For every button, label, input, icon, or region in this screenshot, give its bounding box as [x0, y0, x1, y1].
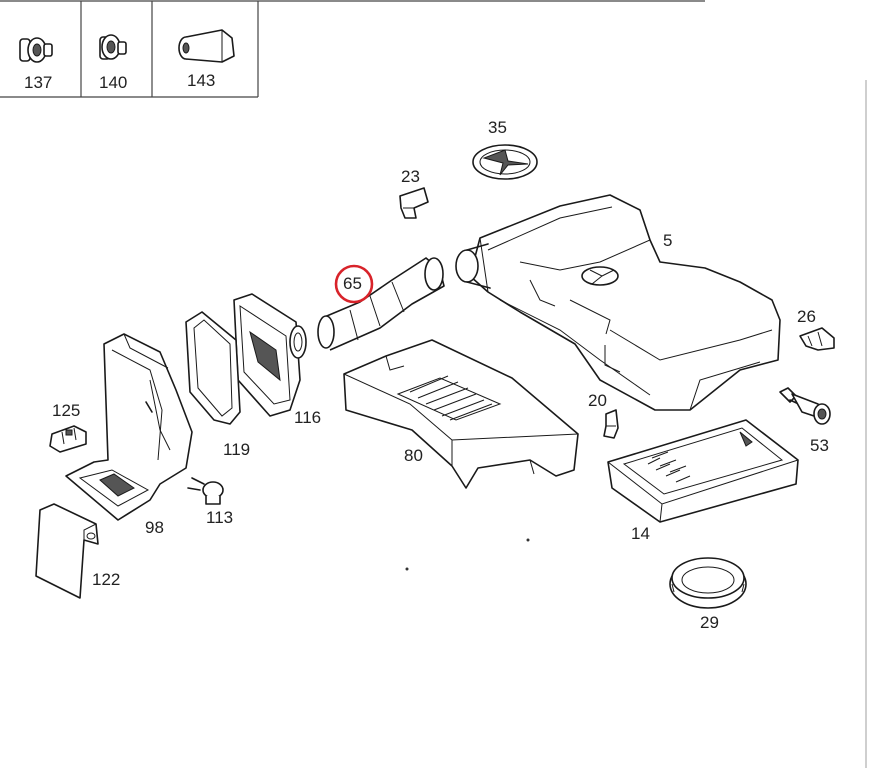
part-label-35: 35: [488, 118, 507, 137]
clip-23: [399, 187, 429, 219]
part-label-23: 23: [401, 167, 420, 186]
sensor-53: [779, 387, 831, 425]
legend-label-137: 137: [24, 73, 52, 92]
clip-20: [603, 409, 619, 439]
cover-plate-122: [35, 503, 99, 599]
part-label-5: 5: [663, 231, 672, 250]
push-rivet-113: [187, 477, 224, 505]
gasket-119: [185, 311, 241, 425]
seal-ring-29: [669, 557, 747, 609]
part-label-20: 20: [588, 391, 607, 410]
scan-speck: [405, 567, 409, 571]
part-label-26: 26: [797, 307, 816, 326]
part-label-119: 119: [223, 440, 250, 459]
emblem-35: [472, 144, 538, 180]
intake-funnel-116: [233, 293, 307, 417]
intake-hose-65: [317, 257, 445, 351]
air-guide-98: [65, 333, 193, 521]
grommet-140-icon: [99, 34, 127, 60]
part-65-highlight-ring: [334, 264, 374, 304]
filter-element-14: [607, 419, 799, 523]
air-filter-housing-5: [455, 194, 781, 411]
part-label-29: 29: [700, 613, 719, 632]
part-label-65: 65: [343, 274, 362, 293]
part-label-122: 122: [92, 570, 120, 589]
part-label-113: 113: [206, 508, 233, 527]
part-label-116: 116: [294, 408, 321, 427]
part-label-53: 53: [810, 436, 829, 455]
legend-label-143: 143: [187, 71, 215, 90]
part-label-14: 14: [631, 524, 650, 543]
sleeve-143-icon: [178, 29, 235, 63]
part-label-125: 125: [52, 401, 80, 420]
scan-speck: [526, 538, 530, 542]
legend-label-140: 140: [99, 73, 127, 92]
underbody-panel-80: [343, 339, 579, 489]
bracket-125: [49, 425, 87, 453]
legend-box: 137 140 143: [0, 0, 705, 98]
clip-26: [799, 327, 835, 351]
part-label-98: 98: [145, 518, 164, 537]
grommet-137-icon: [19, 37, 53, 63]
part-label-80: 80: [404, 446, 423, 465]
